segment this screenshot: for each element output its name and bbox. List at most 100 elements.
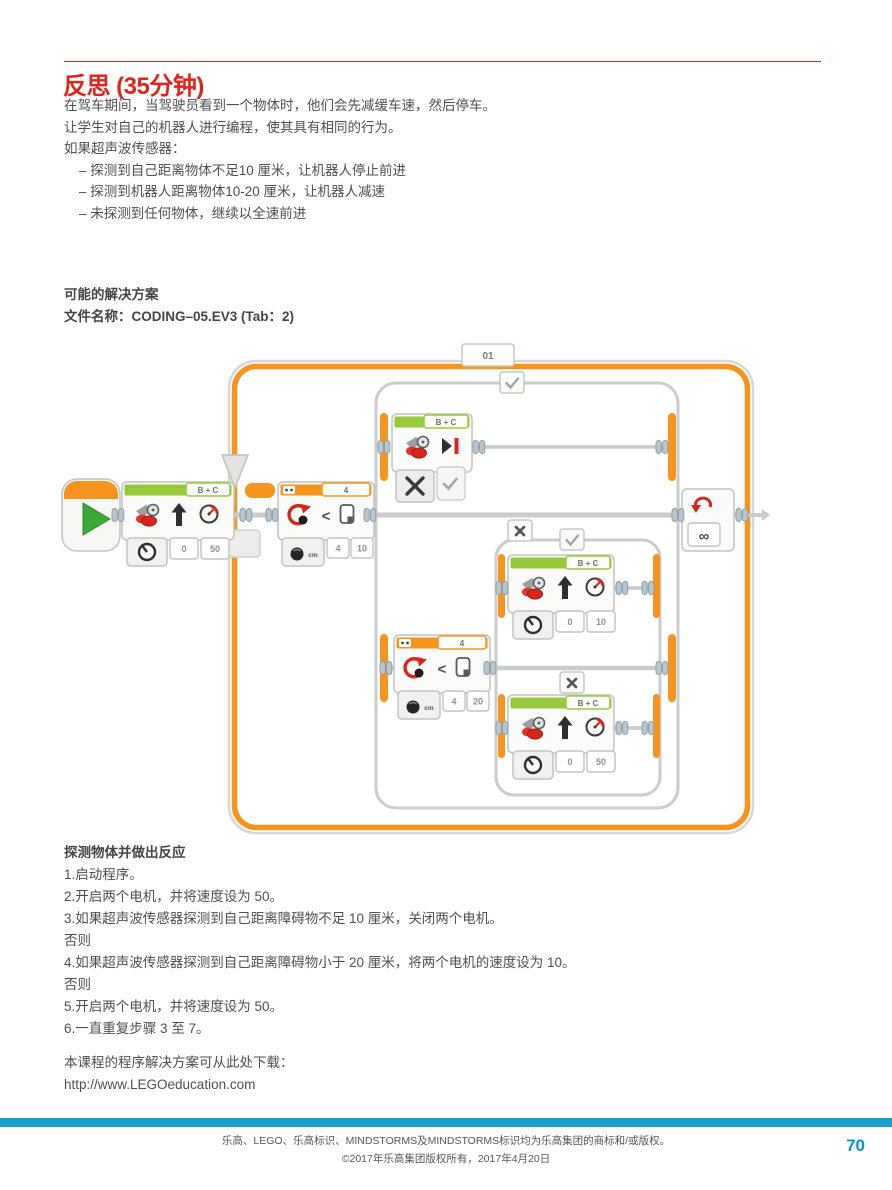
svg-text:10: 10	[357, 544, 367, 554]
loop-end-block: ∞	[681, 488, 735, 552]
svg-text:B + C: B + C	[578, 559, 599, 568]
wire-connector	[641, 581, 655, 595]
svg-text:10: 10	[596, 617, 606, 627]
wire-connector	[265, 508, 279, 522]
steering-knob-icon	[523, 755, 543, 775]
footer-line-1: 乐高、LEGO、乐高标识、MINDSTORMS及MINDSTORMS标识均为乐高…	[221, 1135, 671, 1147]
up-arrow-icon	[557, 576, 573, 599]
svg-text:0: 0	[567, 757, 572, 767]
ultrasonic-rotate-icon	[403, 657, 427, 679]
stop-icon	[442, 438, 459, 454]
speedometer-icon	[585, 717, 605, 737]
case-bumper	[653, 554, 660, 618]
svg-text:20: 20	[473, 697, 483, 707]
wire-connector	[735, 508, 749, 522]
svg-text:0: 0	[567, 617, 572, 627]
svg-text:01: 01	[482, 351, 494, 362]
switch-10cm-body	[374, 381, 680, 810]
file-name-line: 文件名称：CODING–05.EV3 (Tab：2)	[64, 308, 295, 324]
svg-text:50: 50	[210, 544, 220, 554]
up-arrow-icon	[171, 503, 187, 526]
download-url: http://www.LEGOeducation.com	[64, 1077, 256, 1092]
wire-connector	[377, 440, 391, 454]
case-bumper	[668, 413, 676, 481]
cross-icon	[514, 525, 526, 537]
svg-text:B + C: B + C	[578, 699, 599, 708]
steering-knob-icon	[523, 615, 543, 635]
loop-entry-arrow-icon	[220, 454, 250, 491]
svg-text:<: <	[438, 661, 447, 678]
case-bumper	[668, 634, 676, 702]
title-rule	[64, 61, 821, 62]
wire-connector	[379, 661, 393, 675]
cross-icon	[566, 677, 578, 689]
page-title: 反思 (35分钟)	[63, 73, 204, 100]
step-line: 否则	[64, 977, 91, 992]
object-icon	[339, 504, 355, 524]
svg-text:4: 4	[451, 697, 456, 707]
wire-connector	[495, 721, 509, 735]
svg-text:B + C: B + C	[198, 486, 219, 495]
step-line: 5.开启两个电机，并将速度设为 50。	[64, 999, 284, 1014]
case-false-tab	[507, 519, 533, 542]
speedometer-icon	[585, 577, 605, 597]
loop-label-tab	[461, 343, 515, 367]
cm-mode-icon: cm	[290, 547, 318, 561]
wire-connector	[363, 508, 377, 522]
bullet-item: – 探测到机器人距离物体10-20 厘米，让机器人减速	[79, 184, 386, 200]
steps-gap	[64, 1040, 576, 1052]
step-line: 1.启动程序。	[64, 867, 143, 882]
step-line: 否则	[64, 933, 91, 948]
motor-steering-icon	[522, 576, 546, 600]
move-steering-speed10-block: B + C 0 10	[507, 554, 616, 640]
ultrasonic-sensor-icon	[283, 486, 295, 494]
wire-connector	[615, 721, 629, 735]
svg-text:4: 4	[344, 486, 349, 495]
check-icon	[505, 377, 520, 390]
move-steering-speed50-block: B + C 0 50	[121, 481, 235, 567]
speedometer-icon	[199, 504, 219, 524]
wire-connector	[655, 440, 669, 454]
svg-text:<: <	[322, 508, 331, 525]
intro-text: 在驾车期间，当驾驶员看到一个物体时，他们会先减缓车速，然后停车。让学生对自己的机…	[64, 95, 496, 225]
ultrasonic-sensor-icon	[399, 639, 411, 647]
step-line: 4.如果超声波传感器探测到自己距离障碍物小于 20 厘米，将两个电机的速度设为 …	[64, 955, 576, 970]
check-icon	[565, 534, 580, 547]
case-true-tab	[499, 371, 525, 394]
up-arrow-icon	[557, 716, 573, 739]
move-steering-stop-block: B + C	[391, 413, 473, 503]
wire-end-tip	[762, 509, 770, 521]
wire-connector	[615, 581, 629, 595]
motor-steering-icon	[136, 503, 160, 527]
check-icon	[442, 477, 458, 491]
ultrasonic-rotate-icon	[287, 504, 311, 526]
wire-connector	[495, 581, 509, 595]
object-icon	[455, 657, 471, 677]
wire-connector	[655, 661, 669, 675]
solution-heading-block: 可能的解决方案 文件名称：CODING–05.EV3 (Tab：2)	[64, 284, 294, 327]
intro-line: 在驾车期间，当驾驶员看到一个物体时，他们会先减缓车速，然后停车。	[64, 98, 496, 113]
svg-text:0: 0	[181, 544, 186, 554]
motor-steering-icon	[406, 435, 430, 459]
svg-text:cm: cm	[424, 705, 434, 712]
download-line: 本课程的程序解决方案可从此处下载：	[64, 1055, 294, 1070]
step-line: 3.如果超声波传感器探测到自己距离障碍物不足 10 厘米，关闭两个电机。	[64, 911, 503, 926]
loop-start-bumper	[245, 483, 275, 498]
steering-knob-icon	[137, 542, 157, 562]
step-line: 6.一直重复步骤 3 至 7。	[64, 1021, 210, 1036]
solution-heading: 可能的解决方案	[64, 287, 159, 302]
page-number: 70	[846, 1136, 865, 1155]
intro-line: 让学生对自己的机器人进行编程，使其具有相同的行为。	[64, 119, 402, 135]
wire-connector	[111, 508, 125, 522]
wire-connector	[239, 508, 253, 522]
case-bumper	[653, 694, 660, 758]
cm-mode-icon: cm	[406, 700, 434, 714]
svg-text:cm: cm	[308, 552, 318, 559]
svg-text:∞: ∞	[699, 528, 710, 545]
